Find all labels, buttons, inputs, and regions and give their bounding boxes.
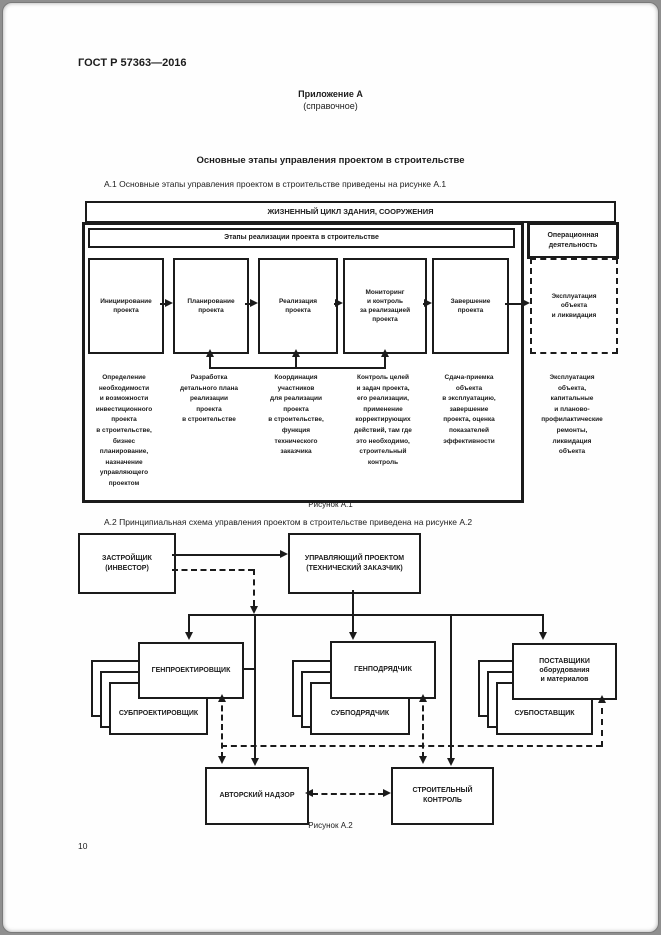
dashed-connector (172, 569, 254, 571)
arrow-up-icon (381, 349, 389, 357)
connector-line (542, 614, 544, 634)
arrow-up-icon (206, 349, 214, 357)
doc-number: ГОСТ Р 57363—2016 (78, 57, 187, 69)
arrow-down-icon (185, 632, 193, 640)
connector-line (240, 668, 256, 670)
dashed-connector (221, 745, 602, 747)
dashed-connector (253, 569, 255, 606)
project-manager-box: УПРАВЛЯЮЩИЙ ПРОЕКТОМ (ТЕХНИЧЕСКИЙ ЗАКАЗЧ… (288, 533, 421, 594)
dashed-connector (601, 697, 603, 747)
arrow-right-icon (335, 299, 343, 307)
paragraph-a2: А.2 Принципиальная схема управления прое… (104, 517, 473, 527)
connector-line (352, 590, 354, 634)
arrow-up-icon (598, 695, 606, 703)
dashed-connector (312, 793, 384, 795)
exploitation-box: Эксплуатация объекта и ликвидация (530, 258, 618, 354)
stage-description: Сдача-приемка объекта в эксплуатацию, за… (442, 374, 496, 445)
stages-header-box: Этапы реализации проекта в строительстве (88, 228, 515, 248)
arrow-right-icon (522, 299, 530, 307)
dashed-connector (422, 696, 424, 758)
arrow-right-icon (250, 299, 258, 307)
arrow-up-icon (292, 349, 300, 357)
connector-line (160, 303, 167, 305)
suppliers-box: ПОСТАВЩИКИ оборудования и материалов (512, 643, 617, 700)
author-supervision-box: АВТОРСКИЙ НАДЗОР (205, 767, 309, 825)
stage-description: Разработка детального плана реализации п… (179, 374, 239, 424)
arrow-right-icon (280, 550, 288, 558)
page-number: 10 (78, 841, 88, 851)
stage-box-planning: Планирование проекта (173, 258, 249, 354)
arrow-down-icon (250, 606, 258, 614)
arrow-up-icon (419, 694, 427, 702)
figure-a2-caption: Рисунок А.2 (308, 821, 353, 830)
arrow-right-icon (165, 299, 173, 307)
dashed-connector (221, 696, 223, 758)
feedback-line (209, 356, 211, 367)
general-designer-box: ГЕНПРОЕКТИРОВЩИК (138, 642, 244, 699)
developer-box: ЗАСТРОЙЩИК (ИНВЕСТОР) (78, 533, 176, 594)
arrow-down-icon (419, 756, 427, 764)
operational-activity-box: Операционная деятельность (527, 222, 619, 259)
appendix-subtitle: (справочное) (303, 101, 358, 111)
feedback-line (384, 356, 386, 367)
arrow-down-icon (349, 632, 357, 640)
connector-line (245, 303, 251, 305)
arrow-left-icon (305, 789, 313, 797)
lifecycle-title-box: ЖИЗНЕННЫЙ ЦИКЛ ЗДАНИЯ, СООРУЖЕНИЯ (85, 201, 616, 223)
connector-line (172, 554, 282, 556)
general-contractor-box: ГЕНПОДРЯДЧИК (330, 641, 436, 699)
construction-control-box: СТРОИТЕЛЬНЫЙ КОНТРОЛЬ (391, 767, 494, 825)
feedback-line (295, 356, 297, 367)
connector-line (254, 614, 256, 758)
connector-line (450, 614, 452, 758)
section-title: Основные этапы управления проектом в стр… (196, 155, 465, 166)
stage-description: Определение необходимости и возможности … (95, 374, 153, 487)
feedback-line (209, 367, 386, 369)
stage-description: Эксплуатация объекта, капитальные и план… (541, 374, 603, 456)
arrow-down-icon (447, 758, 455, 766)
arrow-down-icon (539, 632, 547, 640)
connector-line (188, 614, 544, 616)
arrow-right-icon (424, 299, 432, 307)
arrow-down-icon (251, 758, 259, 766)
stage-description: Координация участников для реализации пр… (268, 374, 324, 456)
stage-box-initiation: Инициирование проекта (88, 258, 164, 354)
arrow-down-icon (218, 756, 226, 764)
appendix-title: Приложение А (298, 89, 363, 99)
paragraph-a1: А.1 Основные этапы управления проектом в… (104, 179, 447, 189)
stage-box-completion: Завершение проекта (432, 258, 509, 354)
arrow-up-icon (218, 694, 226, 702)
connector-line (505, 303, 523, 305)
stage-description: Контроль целей и задач проекта, его реал… (354, 374, 412, 466)
stage-box-realization: Реализация проекта (258, 258, 338, 354)
arrow-right-icon (383, 789, 391, 797)
figure-a1-caption: Рисунок А.1 (308, 500, 353, 509)
connector-line (188, 614, 190, 634)
stage-box-monitoring: Мониторинг и контроль за реализацией про… (343, 258, 427, 354)
